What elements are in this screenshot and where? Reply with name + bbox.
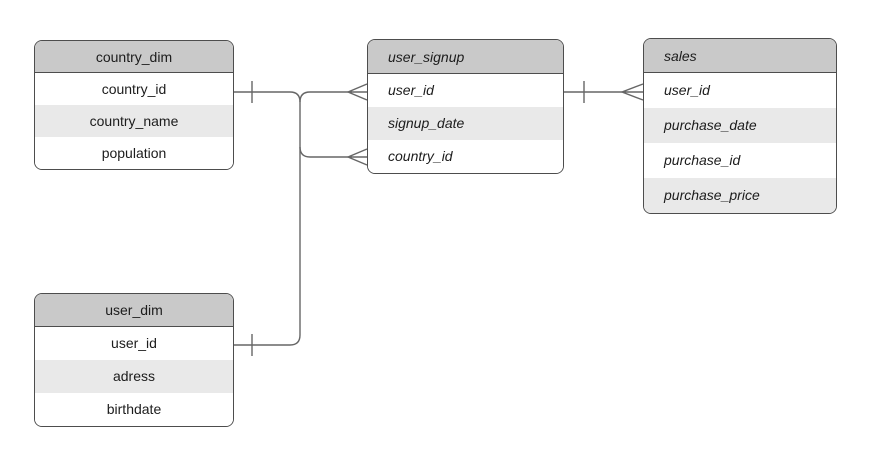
- field-row[interactable]: purchase_id: [644, 143, 836, 178]
- field-row[interactable]: birthdate: [35, 393, 233, 426]
- field-row[interactable]: user_id: [644, 73, 836, 108]
- field-row[interactable]: user_id: [368, 74, 563, 107]
- field-row[interactable]: user_id: [35, 327, 233, 360]
- connector-countrydim-trunk-userdim[interactable]: [234, 91, 301, 346]
- entity-user_dim[interactable]: user_dim user_id adress birthdate: [34, 293, 234, 427]
- field-row[interactable]: signup_date: [368, 107, 563, 140]
- field-row[interactable]: purchase_price: [644, 178, 836, 213]
- entity-sales[interactable]: sales user_id purchase_date purchase_id …: [643, 38, 837, 214]
- entity-header[interactable]: user_dim: [35, 294, 233, 327]
- connector-branch-userid[interactable]: [299, 91, 348, 103]
- field-row[interactable]: country_id: [35, 73, 233, 105]
- entity-header[interactable]: country_dim: [35, 41, 233, 73]
- field-row[interactable]: adress: [35, 360, 233, 393]
- relationship-usersignup-sales[interactable]: [564, 81, 644, 103]
- crowsfoot-sales-userid: [620, 83, 644, 101]
- connector-branch-countryid[interactable]: [299, 146, 348, 158]
- relationship-userdim-usersignup[interactable]: [299, 83, 368, 103]
- field-row[interactable]: country_name: [35, 105, 233, 137]
- field-row[interactable]: population: [35, 137, 233, 169]
- field-row[interactable]: purchase_date: [644, 108, 836, 143]
- crowsfoot-usersignup-userid: [346, 83, 368, 101]
- relationship-countrydim-usersignup[interactable]: [299, 146, 368, 166]
- entity-header[interactable]: sales: [644, 39, 836, 73]
- relationship-left-trunk[interactable]: [234, 81, 301, 356]
- entity-country_dim[interactable]: country_dim country_id country_name popu…: [34, 40, 234, 170]
- entity-header[interactable]: user_signup: [368, 40, 563, 74]
- crowsfoot-usersignup-countryid: [346, 148, 368, 166]
- field-row[interactable]: country_id: [368, 140, 563, 173]
- entity-user_signup[interactable]: user_signup user_id signup_date country_…: [367, 39, 564, 174]
